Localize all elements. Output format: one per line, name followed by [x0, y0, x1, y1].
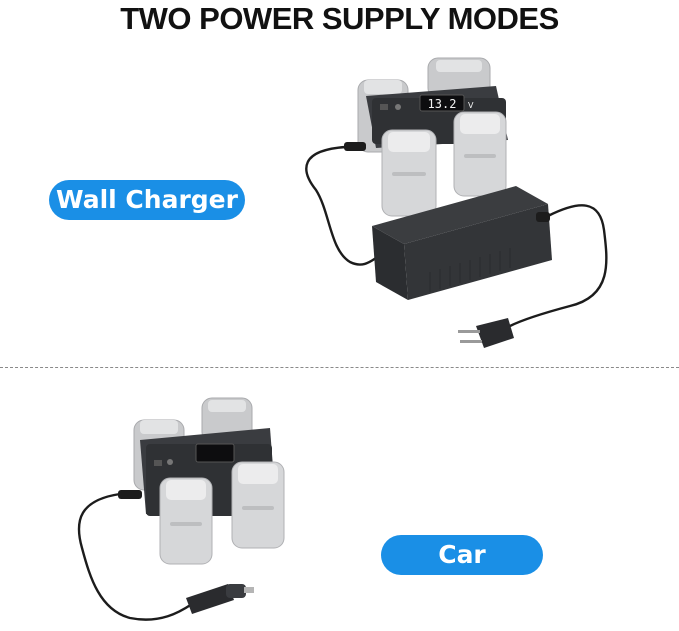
battery-icon	[231, 461, 285, 549]
hub-display-unit: V	[468, 101, 474, 110]
ac-plug-icon	[458, 318, 514, 348]
battery-icon	[381, 129, 437, 217]
battery-icon	[159, 477, 213, 565]
car-cable	[77, 492, 193, 621]
wall-hub-group: 13.2 V	[344, 57, 508, 217]
wall-charger-label: Wall Charger	[49, 180, 245, 220]
car-charger-label: Car Charger	[381, 535, 543, 609]
car-plug-icon	[186, 584, 254, 614]
battery-icon	[453, 111, 507, 197]
hub-display-reading: 13.2	[428, 97, 457, 111]
dc-cable	[305, 145, 377, 266]
car-hub-group	[118, 397, 285, 565]
page-title: TWO POWER SUPPLY MODES	[120, 1, 559, 36]
ac-cable	[509, 204, 608, 328]
wall-adapter-icon	[372, 186, 552, 300]
section-divider	[0, 367, 679, 368]
